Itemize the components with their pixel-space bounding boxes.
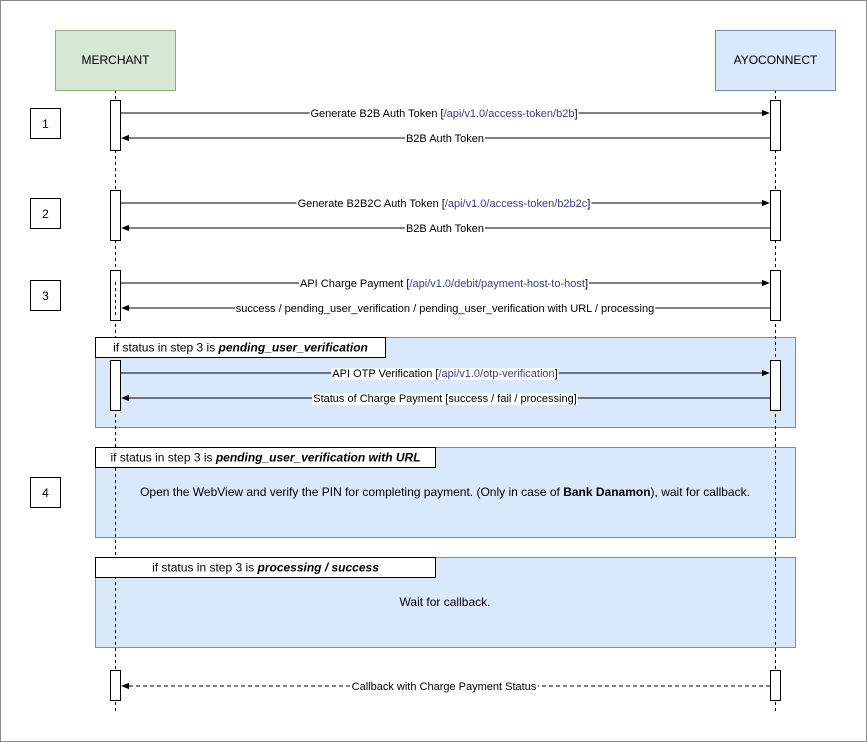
label-generate-b2b-token: Generate B2B Auth Token [/api/v1.0/acces…: [309, 108, 579, 120]
panel-3-title-box: [95, 557, 436, 578]
merchant-activation-1: [110, 100, 121, 151]
ayoconnect-participant: [715, 30, 836, 91]
svg-text:API Charge Payment [/api/v1.0/: API Charge Payment [/api/v1.0/debit/paym…: [300, 278, 588, 290]
merchant-activation-callback: [110, 670, 121, 701]
panel-2-body: Open the WebView and verify the PIN for …: [140, 485, 750, 499]
ayoconnect-label: AYOCONNECT: [734, 53, 818, 67]
panel-1-title-box: [95, 337, 386, 358]
label-b2b-token-response: B2B Auth Token: [404, 133, 486, 145]
label-background: [299, 278, 589, 290]
svg-text:Generate B2B2C Auth Token [/ap: Generate B2B2C Auth Token [/api/v1.0/acc…: [298, 198, 591, 210]
ayoconnect-activation-callback: [770, 670, 781, 701]
step-number: 3: [42, 289, 49, 303]
label-background: [234, 303, 656, 315]
label-generate-b2b2c-token: Generate B2B2C Auth Token [/api/v1.0/acc…: [296, 198, 592, 210]
label-b2b2c-token-response: B2B Auth Token: [404, 223, 486, 235]
label-background: [404, 223, 486, 235]
label-background: [331, 368, 559, 380]
step-number: 1: [42, 117, 49, 131]
merchant-participant: [55, 30, 176, 91]
svg-text:B2B Auth Token: B2B Auth Token: [406, 133, 484, 145]
panel-2-title-box: [95, 447, 436, 468]
label-background: [404, 133, 486, 145]
label-charge-payment: API Charge Payment [/api/v1.0/debit/paym…: [299, 278, 589, 290]
step-box-3: 3: [30, 280, 61, 311]
label-otp-verification: API OTP Verification [/api/v1.0/otp-veri…: [331, 368, 559, 380]
label-background: [312, 393, 578, 405]
label-otp-status-response: Status of Charge Payment [success / fail…: [312, 393, 578, 405]
panel-3-title: if status in step 3 is processing / succ…: [152, 561, 379, 575]
label-background: [350, 681, 538, 693]
endpoint-otp-verification: /api/v1.0/otp-verification: [438, 368, 554, 380]
label-background: [296, 198, 592, 210]
label-charge-payment-response: success / pending_user_verification / pe…: [234, 303, 656, 315]
panel-2-title: if status in step 3 is pending_user_veri…: [110, 451, 420, 465]
endpoint-access-token-b2b2c: /api/v1.0/access-token/b2b2c: [445, 198, 588, 210]
step-box-1: 1: [30, 108, 61, 139]
svg-text:API OTP Verification [/api/v1.: API OTP Verification [/api/v1.0/otp-veri…: [332, 368, 557, 380]
svg-text:Generate B2B Auth Token [/api/: Generate B2B Auth Token [/api/v1.0/acces…: [310, 108, 577, 120]
svg-text:Callback with Charge Payment S: Callback with Charge Payment Status: [352, 681, 537, 693]
ayoconnect-activation-3: [770, 270, 781, 321]
ayoconnect-activation-2: [770, 190, 781, 241]
step-number: 2: [42, 207, 49, 221]
ayoconnect-activation-1: [770, 100, 781, 151]
panel-1-title: if status in step 3 is pending_user_veri…: [113, 341, 368, 355]
label-background: [309, 108, 579, 120]
merchant-activation-otp: [110, 360, 121, 411]
endpoint-access-token-b2b: /api/v1.0/access-token/b2b: [444, 108, 575, 120]
ayoconnect-activation-otp: [770, 360, 781, 411]
merchant-activation-2: [110, 190, 121, 241]
svg-text:success / pending_user_verific: success / pending_user_verification / pe…: [236, 303, 654, 315]
svg-text:B2B Auth Token: B2B Auth Token: [406, 223, 484, 235]
step-number: 4: [42, 486, 49, 500]
label-callback: Callback with Charge Payment Status: [350, 681, 538, 693]
merchant-label: MERCHANT: [82, 53, 151, 67]
endpoint-payment-host-to-host: /api/v1.0/debit/payment-host-to-host: [409, 278, 584, 290]
panel-3-body: Wait for callback.: [400, 595, 491, 609]
step-box-2: 2: [30, 198, 61, 229]
step-box-4: 4: [30, 477, 61, 508]
svg-text:Status of Charge Payment [succ: Status of Charge Payment [success / fail…: [313, 393, 577, 405]
